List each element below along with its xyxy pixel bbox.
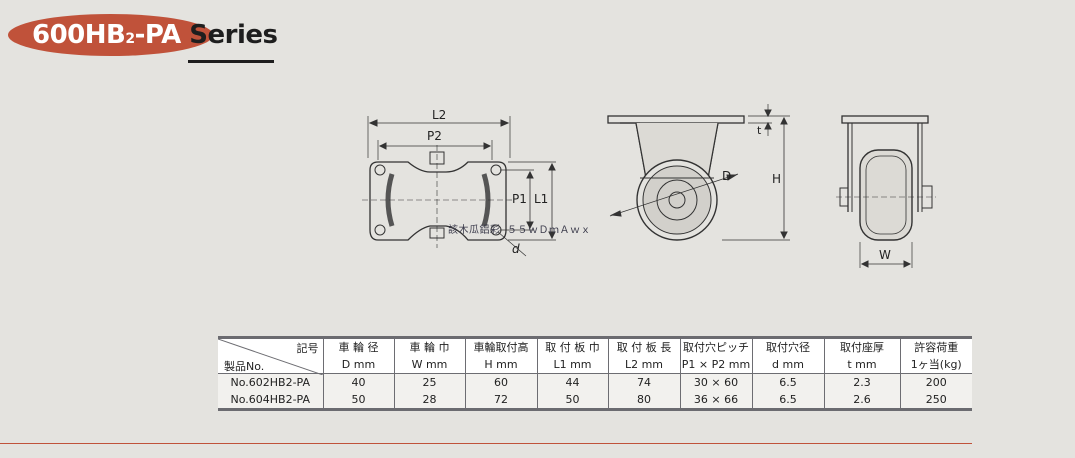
header-cell: 車 輪 巾 bbox=[394, 336, 466, 356]
table-cell: 28 bbox=[394, 391, 466, 411]
table-cell: 6.5 bbox=[752, 373, 825, 391]
table-cell: 25 bbox=[394, 373, 466, 391]
header-cell: 車輪取付高 bbox=[465, 336, 538, 356]
table-row: No.602HB2-PA 40 25 60 44 74 30 × 60 6.5 … bbox=[218, 373, 972, 391]
table-cell: 36 × 66 bbox=[680, 391, 753, 411]
product-no-cell: No.602HB2-PA bbox=[218, 373, 324, 391]
table-cell: 6.5 bbox=[752, 391, 825, 411]
unit-cell: t mm bbox=[824, 356, 901, 374]
table-cell: 40 bbox=[323, 373, 395, 391]
dim-label-d-wheel: D bbox=[722, 169, 731, 183]
garbled-overlay-text: 該木瓜鋁彩 ５５ｗＤｍＡｗｘ bbox=[448, 225, 592, 236]
spec-table: 記号 製品No. 車 輪 径 車 輪 巾 車輪取付高 取 付 板 巾 取 付 板… bbox=[218, 336, 972, 411]
table-header-row-jp: 記号 製品No. 車 輪 径 車 輪 巾 車輪取付高 取 付 板 巾 取 付 板… bbox=[218, 336, 972, 375]
header-cell: 取付座厚 bbox=[824, 336, 901, 356]
corner-label-symbol: 記号 bbox=[296, 342, 319, 355]
dim-label-h: H bbox=[772, 172, 781, 186]
title-oval-badge bbox=[8, 14, 213, 56]
table-cell: 44 bbox=[537, 373, 609, 391]
dim-label-l2: L2 bbox=[432, 108, 446, 122]
front-view: W bbox=[836, 115, 936, 268]
product-no-cell: No.604HB2-PA bbox=[218, 391, 324, 411]
dim-label-p1: P1 bbox=[512, 192, 527, 206]
table-cell: 2.6 bbox=[824, 391, 901, 411]
table-corner-cell: 記号 製品No. bbox=[218, 336, 324, 375]
header-cell: 取 付 板 長 bbox=[608, 336, 681, 356]
table-cell: 72 bbox=[465, 391, 538, 411]
table-cell: 74 bbox=[608, 373, 681, 391]
title-text: 600HB2-PA Series bbox=[32, 20, 278, 50]
dim-label-p2: P2 bbox=[427, 129, 442, 143]
unit-cell: H mm bbox=[465, 356, 538, 374]
dim-label-w: W bbox=[879, 248, 891, 262]
table-cell: 50 bbox=[537, 391, 609, 411]
unit-cell: L1 mm bbox=[537, 356, 609, 374]
unit-cell: d mm bbox=[752, 356, 825, 374]
header-cell: 取 付 板 巾 bbox=[537, 336, 609, 356]
dim-label-l1: L1 bbox=[534, 192, 548, 206]
top-view: L2 P2 P1 L1 d bbox=[362, 108, 556, 257]
unit-cell: W mm bbox=[394, 356, 466, 374]
series-title: 600HB2-PA Series bbox=[8, 14, 278, 63]
side-view: D H t bbox=[607, 104, 790, 241]
dim-label-d-hole: d bbox=[512, 242, 520, 256]
table-header-row-units: D mm W mm H mm L1 mm L2 mm P1 × P2 mm d … bbox=[218, 356, 972, 374]
header-cell: 取付穴径 bbox=[752, 336, 825, 356]
unit-cell: 1ヶ当(kg) bbox=[900, 356, 972, 374]
table-row: No.604HB2-PA 50 28 72 50 80 36 × 66 6.5 … bbox=[218, 391, 972, 411]
table-cell: 60 bbox=[465, 373, 538, 391]
header-cell: 取付穴ピッチ bbox=[680, 336, 753, 356]
unit-cell: P1 × P2 mm bbox=[680, 356, 753, 374]
unit-cell: L2 mm bbox=[608, 356, 681, 374]
table-cell: 50 bbox=[323, 391, 395, 411]
unit-cell: D mm bbox=[323, 356, 395, 374]
header-cell: 車 輪 径 bbox=[323, 336, 395, 356]
table-cell: 2.3 bbox=[824, 373, 901, 391]
corner-label-product-no: 製品No. bbox=[224, 360, 265, 373]
bottom-divider bbox=[0, 443, 972, 444]
table-cell: 250 bbox=[900, 391, 972, 411]
title-underline bbox=[188, 60, 274, 63]
header-cell: 許容荷重 bbox=[900, 336, 972, 356]
corner-diagonal bbox=[218, 339, 323, 375]
dim-label-t: t bbox=[757, 124, 762, 137]
table-cell: 30 × 60 bbox=[680, 373, 753, 391]
table-cell: 80 bbox=[608, 391, 681, 411]
table-cell: 200 bbox=[900, 373, 972, 391]
